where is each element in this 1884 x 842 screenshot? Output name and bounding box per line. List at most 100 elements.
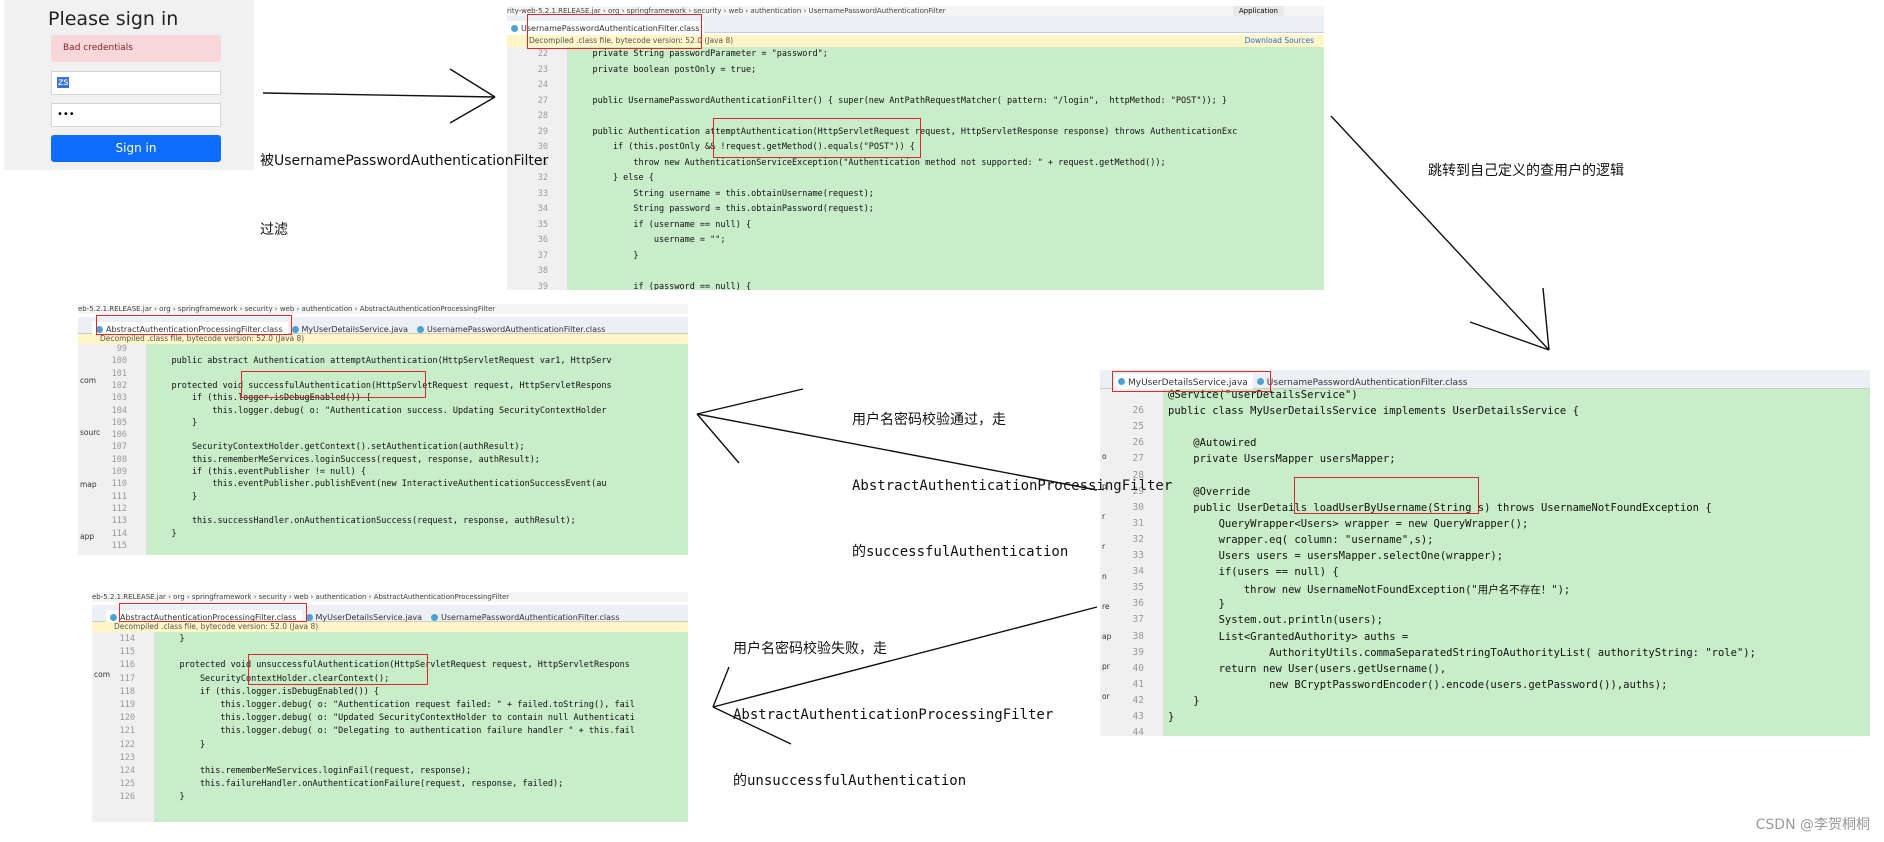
code-line: String password = this.obtainPassword(re… (572, 204, 874, 214)
line-number: 24 (537, 80, 548, 90)
code-line: } (1168, 694, 1200, 707)
project-tree-item[interactable]: com (80, 376, 97, 385)
label-jump: 跳转到自己定义的查用户的逻辑 (1428, 163, 1624, 179)
line-gutter (1100, 389, 1164, 736)
line-number: 109 (111, 467, 127, 477)
username-input[interactable]: zs (51, 71, 221, 95)
line-number: 113 (111, 516, 127, 527)
password-input[interactable]: ••• (51, 103, 221, 127)
line-number: 36 (1132, 598, 1144, 610)
signin-title: Please sign in (48, 8, 179, 30)
code-line: } (1168, 598, 1225, 611)
code-line: List<GrantedAuthority> auths = (1168, 630, 1409, 643)
label-filtered: 被UsernamePasswordAuthenticationFilter 过滤 (260, 106, 548, 263)
code-line: if (this.logger.isDebugEnabled()) { (151, 393, 372, 404)
project-tree-item[interactable]: p (1102, 482, 1107, 491)
code-line: this.failureHandler.onAuthenticationFail… (159, 779, 564, 790)
project-tree-item[interactable]: map (80, 480, 97, 489)
code-line: throw new UsernameNotFoundException("用户名… (1168, 584, 1571, 597)
decompiled-banner: Decompiled .class file, bytecode version… (507, 35, 1324, 47)
line-number: 34 (537, 204, 548, 214)
arrow-signin-to-filter (262, 68, 496, 124)
line-number: 31 (537, 157, 548, 168)
project-tree-item[interactable]: r (1102, 512, 1106, 521)
breadcrumb: eb-5.2.1.RELEASE.jar › org › springframe… (78, 304, 688, 314)
line-number: 35 (537, 219, 548, 230)
tab-my-user-details[interactable]: MyUserDetailsService.java (288, 322, 413, 338)
tab-username-filter[interactable]: UsernamePasswordAuthenticationFilter.cla… (413, 322, 610, 338)
line-number: 29 (537, 126, 548, 137)
code-line: if(users == null) { (1168, 566, 1339, 579)
line-number: 38 (1132, 630, 1144, 642)
project-tree-item[interactable]: app (80, 532, 95, 541)
project-tree-item[interactable]: or (1102, 692, 1110, 701)
line-number: 126 (119, 792, 135, 803)
signin-button[interactable]: Sign in (51, 135, 221, 162)
project-tree-item[interactable]: re (1102, 602, 1110, 611)
line-number: 33 (1132, 550, 1144, 561)
line-number: 42 (1132, 694, 1144, 706)
signin-panel: Please sign in Bad credentials zs ••• Si… (4, 0, 254, 170)
download-sources-link[interactable]: Download Sources (1244, 36, 1314, 45)
line-number: 107 (111, 442, 127, 453)
tab-username-filter[interactable]: UsernamePasswordAuthenticationFilter.cla… (1253, 374, 1473, 392)
run-config[interactable]: Application (1232, 6, 1284, 16)
label-success: 用户名密码校验通过，走 AbstractAuthenticationProces… (852, 365, 1172, 585)
line-number: 23 (537, 64, 548, 75)
code-line: this.eventPublisher.publishEvent(new Int… (151, 479, 607, 490)
project-tree-item[interactable]: com (94, 670, 111, 679)
code-line: @Override (1168, 485, 1251, 498)
project-tree-item[interactable]: ap (1102, 632, 1112, 641)
line-number: 121 (119, 726, 135, 737)
line-number: 27 (1132, 453, 1144, 465)
watermark: CSDN @李贺桐桐 (1755, 817, 1870, 833)
line-number: 105 (111, 417, 127, 428)
arrow-filter-to-service (1330, 115, 1550, 351)
line-number: 114 (111, 528, 127, 539)
code-panel-success: eb-5.2.1.RELEASE.jar › org › springframe… (78, 304, 688, 555)
project-tree-item[interactable]: o (1102, 452, 1107, 461)
tab-username-filter[interactable]: UsernamePasswordAuthenticationFilter.cla… (507, 21, 705, 37)
code-line: private String passwordParameter = "pass… (572, 49, 828, 59)
label-failure-line2: AbstractAuthenticationProcessingFilter (733, 707, 1054, 723)
label-filtered-line1: 被UsernamePasswordAuthenticationFilter (260, 153, 549, 169)
highlight-successful-auth (241, 371, 426, 398)
code-line: private UsersMapper usersMapper; (1168, 453, 1396, 466)
tab-my-user-details[interactable]: MyUserDetailsService.java (1114, 374, 1253, 392)
line-gutter (507, 47, 568, 290)
project-tree-item[interactable]: sourc (80, 428, 101, 437)
code-line: public class MyUserDetailsService implem… (1168, 405, 1579, 418)
code-line: private boolean postOnly = true; (572, 64, 757, 75)
line-number: 26 (1132, 437, 1144, 449)
line-number: 31 (1132, 517, 1144, 529)
code-line: public Authentication attemptAuthenticat… (572, 126, 1238, 137)
label-success-line1: 用户名密码校验通过，走 (852, 412, 1006, 428)
line-number: 104 (111, 405, 127, 416)
arrow-service-to-failure (712, 606, 1098, 745)
code-area: public abstract Authentication attemptAu… (147, 344, 688, 555)
line-number: 112 (111, 503, 127, 514)
line-number: 22 (537, 49, 548, 59)
tab-username-filter[interactable]: UsernamePasswordAuthenticationFilter.cla… (427, 610, 624, 626)
code-panel-username-filter: rity-web-5.2.1.RELEASE.jar › org › sprin… (507, 6, 1324, 290)
line-gutter (92, 632, 155, 822)
line-number: 111 (111, 491, 127, 502)
code-line: if (password == null) { (572, 281, 752, 291)
code-line: @Service("userDetailsService") (1168, 389, 1358, 401)
highlight-unsuccessful-auth (248, 654, 428, 685)
line-number: 41 (1132, 678, 1144, 690)
code-area: } protected void unsuccessfulAuthenticat… (155, 632, 688, 822)
project-tree-item[interactable]: pr (1102, 662, 1110, 671)
highlight-success-tab (96, 315, 292, 335)
arrow-service-to-success (696, 388, 1098, 491)
code-line: this.rememberMeServices.loginSuccess(req… (151, 454, 540, 465)
project-tree-item[interactable]: r (1102, 542, 1106, 551)
project-tree-item[interactable]: n (1102, 572, 1107, 581)
code-line: Users users = usersMapper.selectOne(wrap… (1168, 550, 1504, 562)
highlight-tab-top (527, 14, 702, 49)
line-number: 115 (119, 647, 135, 658)
tab-my-user-details[interactable]: MyUserDetailsService.java (302, 610, 427, 626)
code-line: if (this.logger.isDebugEnabled()) { (159, 686, 380, 697)
code-line: } else { (572, 173, 654, 183)
